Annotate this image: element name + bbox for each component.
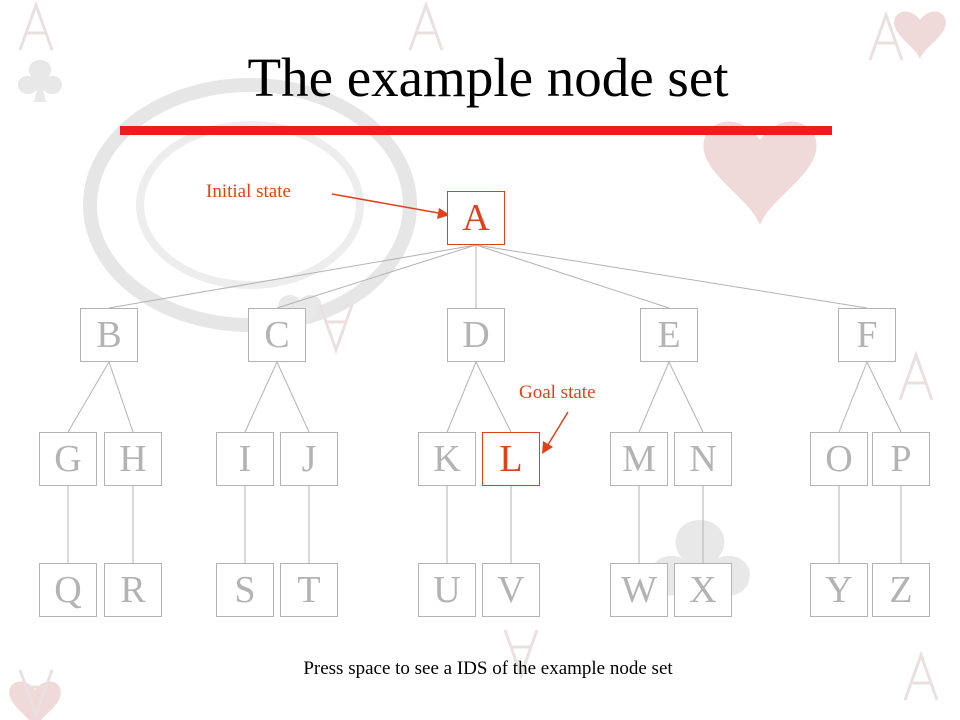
- goal-state-label: Goal state: [519, 382, 596, 403]
- edge-f-p: [866, 361, 902, 433]
- slide-title: The example node set: [247, 47, 729, 108]
- heart-suit-icon: [703, 121, 817, 225]
- tree-node-z: Z: [872, 563, 930, 617]
- edge-e-m: [638, 361, 670, 433]
- edge-d-k: [446, 361, 477, 433]
- edge-a-c: [276, 244, 477, 309]
- initial-state-arrow: [331, 193, 445, 215]
- tree-node-c: C: [248, 308, 306, 362]
- tree-node-j: J: [280, 432, 338, 486]
- edge-b-h: [108, 361, 134, 433]
- tree-node-u: U: [418, 563, 476, 617]
- tree-node-m: M: [610, 432, 668, 486]
- tree-node-w: W: [610, 563, 668, 617]
- tree-node-h: H: [104, 432, 162, 486]
- edge-c-j: [276, 361, 310, 433]
- tree-node-y: Y: [810, 563, 868, 617]
- tree-node-s: S: [216, 563, 274, 617]
- tree-node-i: I: [216, 432, 274, 486]
- tree-node-b: B: [80, 308, 138, 362]
- initial-state-label: Initial state: [206, 181, 291, 202]
- tree-node-l: L: [482, 432, 540, 486]
- edge-d-l: [475, 361, 512, 433]
- edge-a-e: [475, 244, 670, 309]
- edge-b-g: [67, 361, 110, 433]
- tree-node-k: K: [418, 432, 476, 486]
- title-underline: [120, 126, 832, 135]
- tree-node-v: V: [482, 563, 540, 617]
- tree-node-a: A: [447, 191, 505, 245]
- edge-a-f: [475, 244, 868, 309]
- edge-e-n: [668, 361, 704, 433]
- goal-state-arrowhead: [542, 441, 553, 454]
- goal-state-arrow: [545, 411, 569, 449]
- tree-node-q: Q: [39, 563, 97, 617]
- footer-instruction: Press space to see a IDS of the example …: [303, 658, 673, 679]
- edge-f-o: [838, 361, 868, 433]
- initial-state-arrowhead: [437, 208, 450, 219]
- tree-node-g: G: [39, 432, 97, 486]
- tree-node-t: T: [280, 563, 338, 617]
- tree-node-e: E: [640, 308, 698, 362]
- tree-node-x: X: [674, 563, 732, 617]
- tree-node-d: D: [447, 308, 505, 362]
- tree-node-o: O: [810, 432, 868, 486]
- tree-node-p: P: [872, 432, 930, 486]
- tree-node-n: N: [674, 432, 732, 486]
- tree-node-f: F: [838, 308, 896, 362]
- edge-a-b: [108, 244, 477, 309]
- edge-c-i: [244, 361, 278, 433]
- tree-node-r: R: [104, 563, 162, 617]
